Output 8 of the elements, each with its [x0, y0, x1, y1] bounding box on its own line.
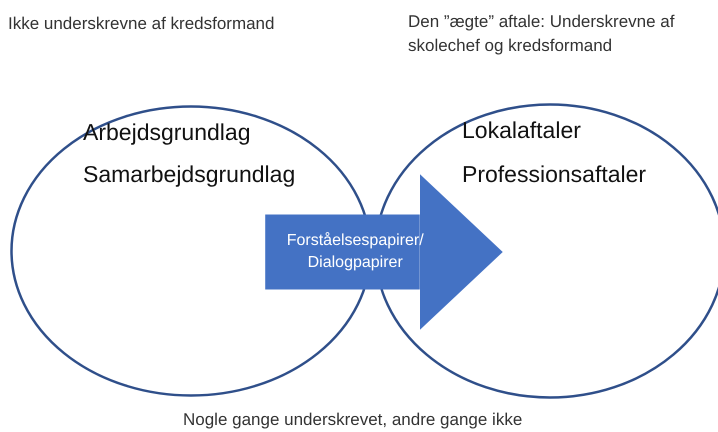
node-text: Samarbejdsgrundlag: [83, 161, 296, 188]
node-text: Arbejdsgrundlag: [83, 119, 251, 146]
node-text: Lokalaftaler: [462, 117, 581, 144]
note-text: Den ”ægte” aftale: Underskrevne af skolechef og kredsformand: [408, 11, 676, 57]
note-text: Nogle gange underskrevet, andre gange ikke: [183, 409, 524, 431]
node-text: Professionsaftaler: [462, 161, 646, 188]
edge-label: Forståelsespapirer/ Dialogpapirer: [286, 231, 425, 273]
note-text: Ikke underskrevne af kredsformand: [8, 13, 276, 35]
